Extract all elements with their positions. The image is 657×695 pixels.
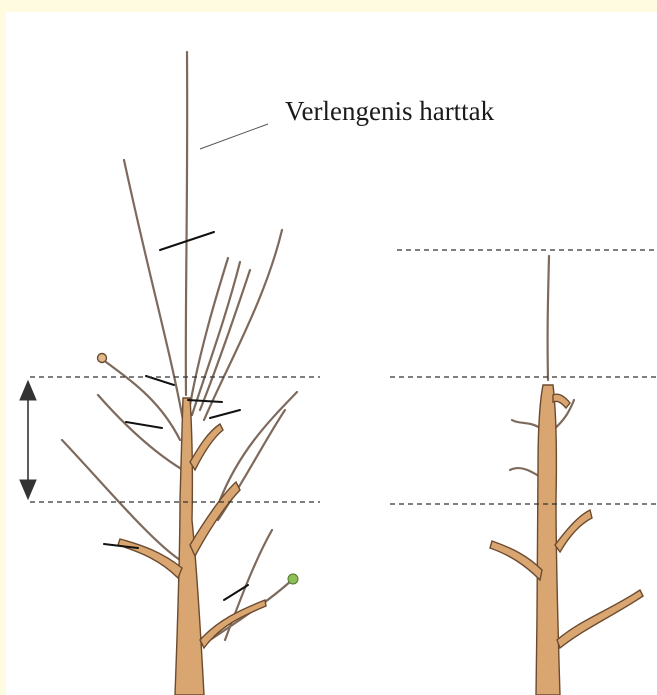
- right-tree-trunk: [490, 385, 643, 695]
- bud-icon: [98, 354, 107, 363]
- cut-mark: [210, 410, 240, 418]
- label-pointer-line: [200, 124, 268, 149]
- double-arrow-icon: [20, 381, 36, 499]
- left-tree: [62, 52, 298, 695]
- green-bud-icon: [288, 574, 298, 584]
- cut-mark: [126, 422, 162, 428]
- cut-mark: [224, 585, 248, 600]
- right-tree: [490, 256, 643, 695]
- guide-lines: [30, 250, 657, 504]
- cut-mark: [188, 400, 222, 402]
- left-tree-trunk: [98, 354, 267, 695]
